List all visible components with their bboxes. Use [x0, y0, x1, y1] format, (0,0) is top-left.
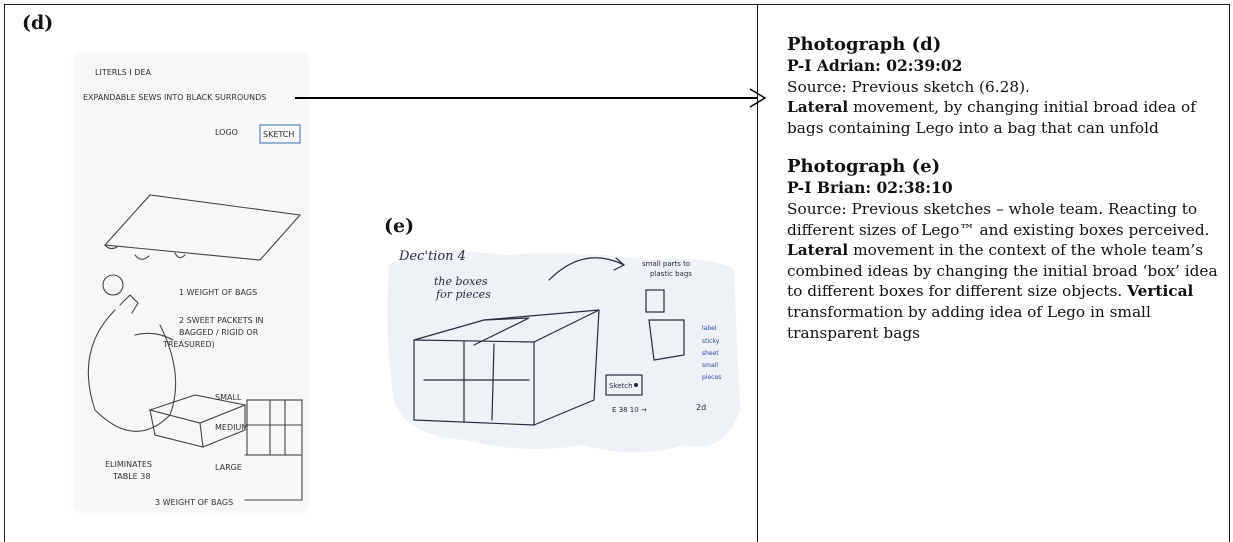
sketch-d-text-12: ELIMINATES	[105, 460, 152, 469]
photo-e-subtitle: P-I Brian: 02:38:10	[787, 178, 953, 198]
sketch-d-text-3: LOGO	[215, 128, 238, 137]
photo-e-lateral-type: Lateral	[787, 241, 849, 260]
sketch-d-text-1: LITERLS I DEA	[95, 68, 152, 77]
sketch-e-photo: Dec'tion 4 the boxes for pieces small pa…	[384, 240, 740, 461]
photo-d-movement-text: movement, by changing initial broad idea…	[787, 98, 1196, 137]
sketch-d-text-2: EXPANDABLE SEWS INTO BLACK SURROUNDS	[83, 93, 266, 102]
photo-d-title: Photograph (d)	[787, 34, 942, 55]
photo-d-source: Source: Previous sketch (6.28).	[787, 77, 1030, 96]
border-right	[1229, 4, 1230, 542]
sketch-d-text-10: MEDIUM	[215, 423, 248, 432]
sketch-e-drawing: Dec'tion 4 the boxes for pieces small pa…	[387, 249, 740, 453]
border-left	[4, 4, 5, 542]
sketch-e-text-13: E 38 10 →	[612, 406, 647, 414]
border-top	[4, 4, 1230, 5]
sketch-e-text-5: plastic bags	[650, 270, 692, 278]
sketch-e-text-7: label	[702, 325, 717, 332]
photo-e-vertical-text: transformation by adding idea of Lego in…	[787, 302, 1151, 342]
sketch-e-text-11: pieces	[702, 374, 721, 381]
sketch-d-text-5: 1 WEIGHT OF BAGS	[179, 288, 257, 297]
sketch-d-drawing: LITERLS I DEA EXPANDABLE SEWS INTO BLACK…	[83, 68, 303, 507]
photo-e-lateral-text: movement in the context of the whole tea…	[787, 241, 1218, 301]
sketch-e-text-2: the boxes	[434, 275, 488, 288]
sketch-e-text-10: small	[702, 362, 718, 369]
photo-e-title: Photograph (e)	[787, 156, 941, 178]
label-e: (e)	[384, 215, 415, 237]
label-d: (d)	[22, 12, 54, 34]
sketch-d-text-7: BAGGED / RIGID OR	[179, 328, 259, 337]
sketch-e-text-12: 2d	[696, 403, 706, 412]
column-divider	[757, 4, 758, 542]
sketch-e-text-3: for pieces	[435, 288, 491, 301]
sketch-d-text-4: SKETCH	[263, 130, 294, 139]
sketch-e-text-8: sticky	[702, 338, 720, 345]
photo-d-movement-type: Lateral	[787, 98, 849, 117]
photo-d-subtitle: P-I Adrian: 02:39:02	[787, 56, 963, 75]
caption-column: Photograph (d) P-I Adrian: 02:39:02 Sour…	[787, 34, 1222, 343]
photo-d-movement: Lateral movement, by changing initial br…	[787, 97, 1222, 138]
sketch-e-text-1: Dec'tion 4	[398, 249, 466, 264]
sketch-e-text-9: sheet	[702, 350, 719, 357]
photo-e-movement: Lateral movement in the context of the w…	[787, 240, 1222, 343]
sketch-d-text-9: SMALL	[215, 393, 242, 402]
photo-e-source: Source: Previous sketches – whole team. …	[787, 199, 1210, 239]
sketch-e-text-6: Sketch	[609, 382, 633, 390]
sketch-d-text-13: TABLE 38	[112, 472, 150, 481]
sketch-e-text-4: small parts to	[642, 260, 690, 268]
sketch-d-text-14: 3 WEIGHT OF BAGS	[155, 498, 233, 507]
photo-e-vertical-type: Vertical	[1127, 282, 1194, 301]
sketch-d-text-6: 2 SWEET PACKETS IN	[179, 316, 264, 325]
sketch-d-text-8: TREASURED)	[162, 340, 215, 349]
sketch-d-text-11: LARGE	[215, 463, 242, 472]
sketch-d-photo: LITERLS I DEA EXPANDABLE SEWS INTO BLACK…	[75, 55, 307, 510]
connector-arrow	[295, 88, 767, 108]
